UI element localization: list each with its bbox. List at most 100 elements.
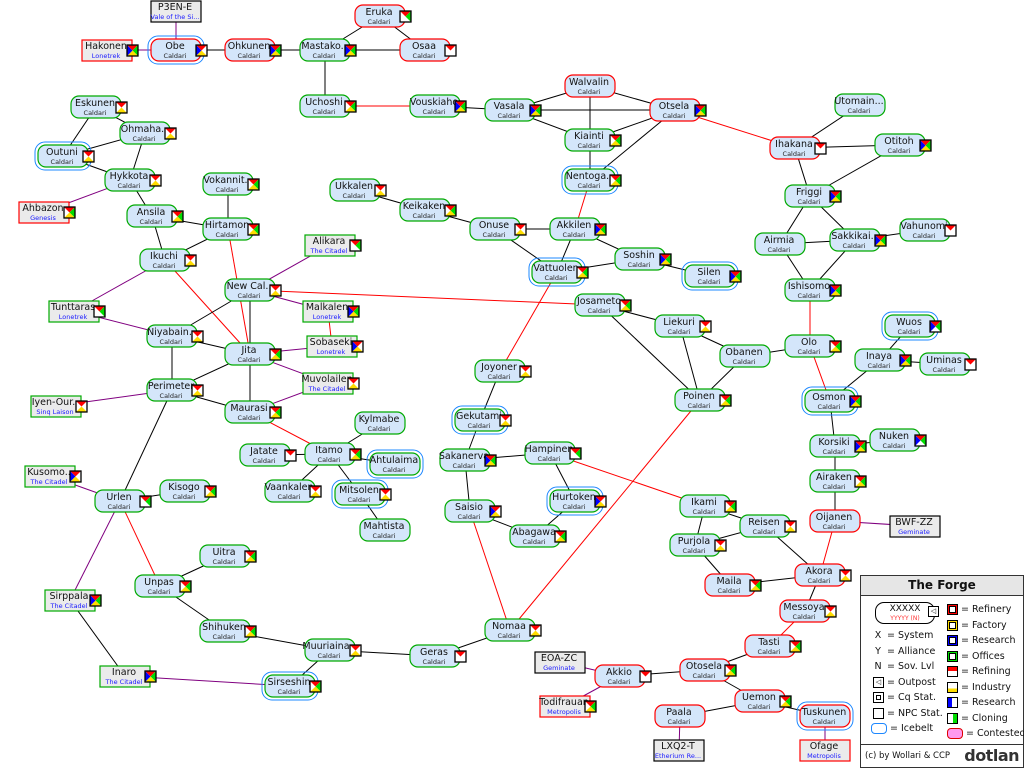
- system-iyen-our[interactable]: Iyen-Our..Sinq Laison: [30, 395, 88, 418]
- system-niyabain[interactable]: Niyabain..Caldari: [146, 324, 204, 348]
- system-ohmaha[interactable]: Ohmaha..Caldari: [119, 121, 177, 145]
- system-new-cal[interactable]: New Cal..Caldari: [224, 278, 282, 302]
- system-vokannit[interactable]: Vokannit..Caldari: [202, 172, 260, 196]
- system-muuriaina[interactable]: Muuriaina..Caldari: [302, 638, 362, 662]
- system-sakkikai[interactable]: Sakkikai..Caldari: [829, 228, 887, 252]
- system-utomain[interactable]: Utomain...Caldari: [834, 93, 886, 117]
- system-kusomo[interactable]: Kusomo..The Citadel: [24, 465, 82, 488]
- system-mastako[interactable]: Mastako..Caldari: [299, 38, 357, 62]
- system-nentoga[interactable]: Nentoga..Caldari: [561, 165, 622, 195]
